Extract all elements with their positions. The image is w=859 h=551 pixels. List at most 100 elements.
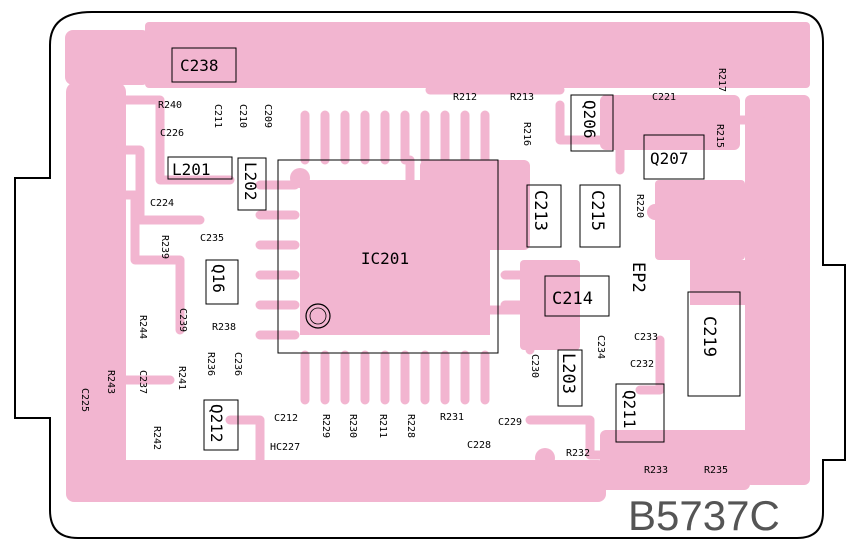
trace [300, 350, 490, 405]
q207-outline [643, 134, 705, 180]
r240-label: R240 [158, 100, 182, 111]
q206-label: Q206 [580, 100, 599, 139]
via [535, 448, 555, 468]
copper-layer [65, 22, 810, 502]
r241-label: R241 [176, 366, 187, 390]
c215-label: C215 [587, 190, 607, 231]
c219-label: C219 [699, 316, 719, 357]
r235-label: R235 [704, 465, 728, 476]
l202-label: L202 [241, 162, 260, 201]
c214-outline [544, 275, 610, 317]
c229-label: C229 [498, 417, 522, 428]
q16-outline [205, 259, 239, 305]
ic201-pin1-marker [305, 303, 331, 329]
ic201-outline [277, 159, 499, 354]
pad-layer [87, 87, 790, 473]
c219-outline [687, 291, 741, 397]
c214-label: C214 [552, 289, 593, 309]
q16-label: Q16 [209, 264, 228, 293]
c221-label: C221 [652, 92, 676, 103]
c232-label: C232 [630, 359, 654, 370]
c211-label: C211 [212, 104, 223, 128]
q212-label: Q212 [207, 404, 226, 443]
hc227-label: HC227 [270, 442, 300, 453]
trace [405, 155, 535, 355]
l201-outline [167, 156, 233, 180]
c238-outline [171, 47, 237, 83]
r242-label: R242 [151, 426, 162, 450]
ic201-pin1-inner [309, 307, 327, 325]
bottom-copper-strip [66, 460, 606, 502]
trace-layer [95, 85, 765, 485]
r238-label: R238 [212, 322, 236, 333]
edge-pad [87, 182, 117, 212]
trace [300, 110, 490, 165]
trace [225, 415, 265, 485]
edge-pad [760, 160, 790, 190]
trace [525, 415, 655, 460]
c237-label: C237 [137, 370, 148, 394]
q206-outline [570, 94, 614, 152]
r239-label: R239 [159, 235, 170, 259]
q211-label: Q211 [620, 390, 639, 429]
q211-outline [615, 383, 665, 443]
edge-pad [87, 87, 117, 117]
via [290, 168, 310, 188]
trace [95, 190, 185, 335]
edge-pad [87, 135, 117, 165]
q212-outline [203, 399, 239, 451]
c228-label: C228 [467, 440, 491, 451]
c236-label: C236 [232, 352, 243, 376]
right-copper-block-1 [655, 180, 745, 260]
c213-label: C213 [530, 190, 550, 231]
left-copper-pad-area [65, 30, 150, 85]
edge-pad [760, 255, 790, 285]
board-code: B5737C [628, 492, 780, 539]
c230-label: C230 [529, 354, 540, 378]
upper-right-copper [600, 95, 740, 150]
r230-label: R230 [347, 414, 358, 438]
edge-pad [87, 231, 117, 261]
c210-label: C210 [237, 104, 248, 128]
edge-pad [760, 443, 790, 473]
middle-copper-block [520, 260, 580, 350]
edge-pad [760, 397, 790, 427]
c226-label: C226 [160, 128, 184, 139]
r233-label: R233 [644, 465, 668, 476]
c238-label: C238 [180, 56, 219, 75]
edge-pad [87, 280, 117, 310]
l203-label: L203 [558, 353, 578, 394]
r217-label: R217 [716, 68, 727, 92]
r231-label: R231 [440, 412, 464, 423]
r213-label: R213 [510, 92, 534, 103]
r228-label: R228 [405, 414, 416, 438]
q207-label: Q207 [650, 149, 689, 168]
edge-pad [760, 113, 790, 143]
r220-label: R220 [634, 194, 645, 218]
l202-outline [237, 157, 267, 211]
right-copper-block-3 [420, 160, 530, 250]
c234-label: C234 [595, 335, 606, 359]
via [647, 204, 663, 220]
trace [500, 180, 530, 310]
edge-pad [760, 303, 790, 333]
c213-outline [526, 184, 562, 248]
component-outlines [167, 47, 741, 451]
r244-label: R244 [137, 315, 148, 339]
bottom-right-copper [600, 430, 750, 490]
r236-label: R236 [205, 352, 216, 376]
trace [635, 335, 665, 395]
ep2-label: EP2 [628, 262, 648, 293]
trace [95, 95, 235, 185]
r211-label: R211 [377, 414, 388, 438]
right-copper-column [745, 95, 810, 485]
top-copper-strip [145, 22, 810, 88]
l201-label: L201 [172, 160, 211, 179]
trace [555, 100, 625, 175]
c225-label: C225 [79, 388, 90, 412]
c215-outline [579, 184, 621, 248]
trace [95, 145, 205, 225]
r243-label: R243 [105, 370, 116, 394]
c239-label: C239 [177, 308, 188, 332]
